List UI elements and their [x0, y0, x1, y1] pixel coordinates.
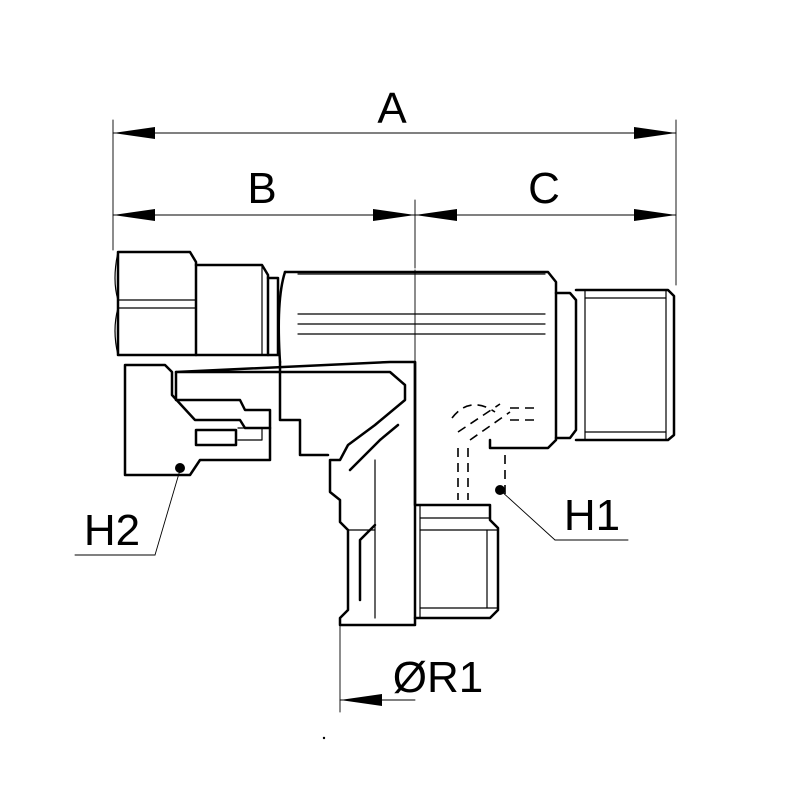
bottom-branch: [413, 360, 500, 620]
dimension-c: [414, 209, 677, 221]
dimension-b: [112, 209, 416, 221]
label-h2: H2: [84, 506, 140, 555]
label-a: A: [377, 84, 407, 133]
dimension-lines: [112, 119, 677, 713]
main-body: [277, 269, 558, 450]
label-r1: ØR1: [393, 653, 483, 702]
dimension-a: [112, 127, 677, 139]
sectioned-region: [123, 360, 417, 627]
hidden-passages: [451, 403, 540, 500]
leader-dot-h2: [175, 463, 185, 473]
leader-dot-h1: [495, 485, 505, 495]
label-h1: H1: [564, 491, 620, 540]
leader-h2: [154, 469, 181, 556]
right-threaded-end: [554, 288, 676, 442]
stray-mark: [322, 736, 326, 740]
fitting-body: [114, 250, 676, 627]
leader-h1: [499, 489, 556, 541]
label-c: C: [528, 164, 560, 213]
dimension-r1: [339, 624, 416, 713]
label-b: B: [247, 164, 276, 213]
leader-lines: [74, 463, 629, 556]
swivel-nut: [114, 250, 280, 357]
